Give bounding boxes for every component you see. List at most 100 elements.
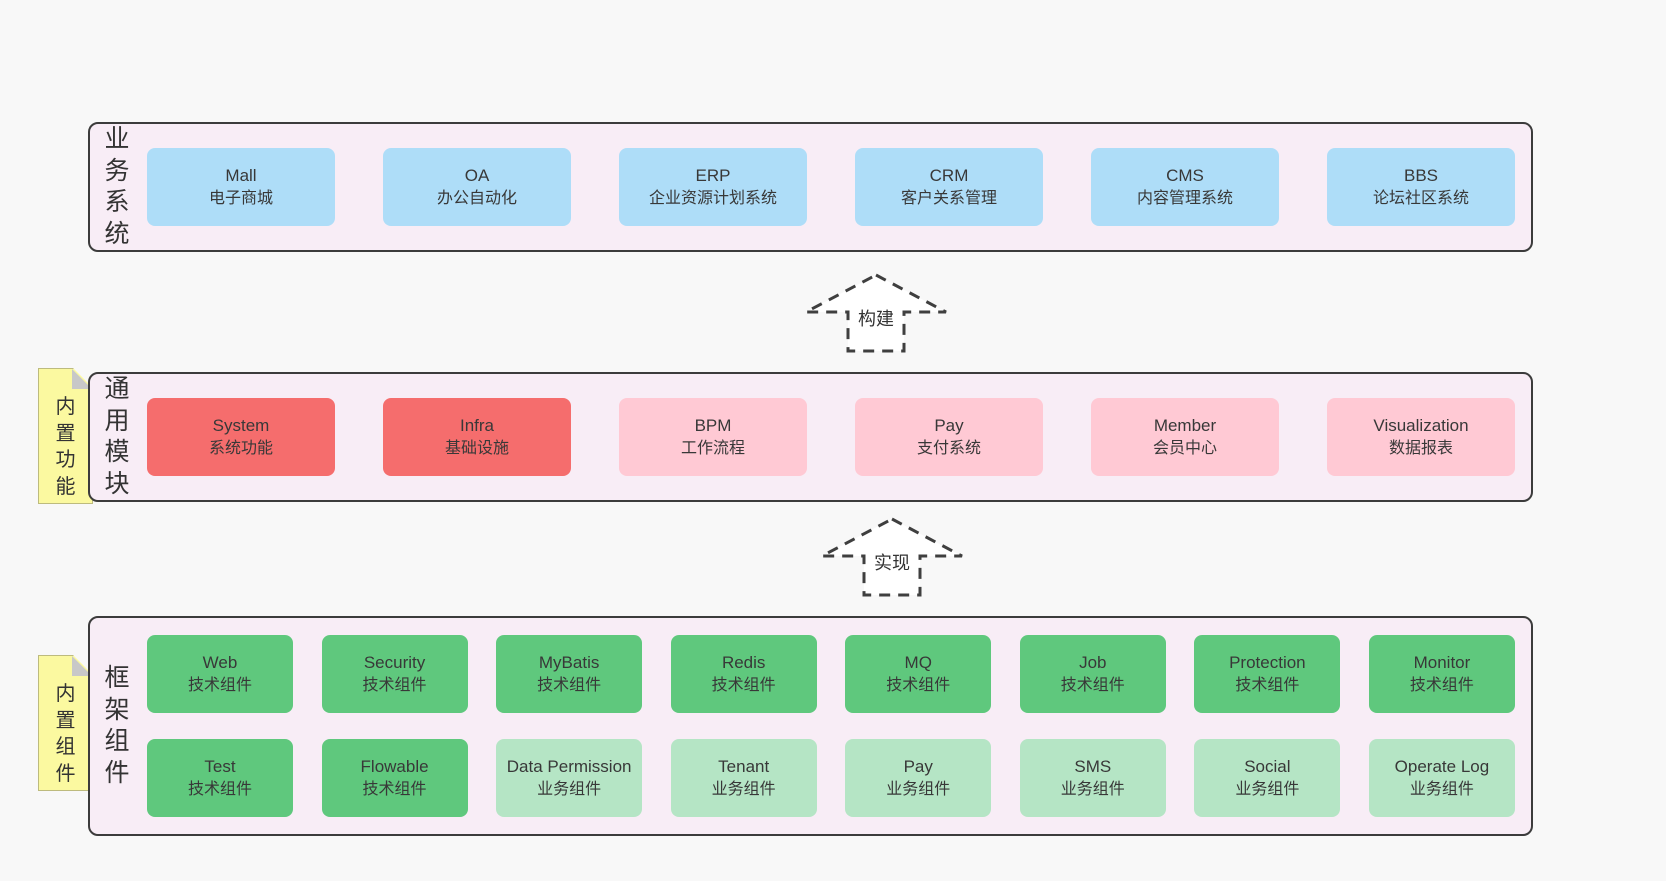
- box-subtitle: 技术组件: [1409, 676, 1474, 694]
- box-subtitle: 办公自动化: [436, 189, 517, 207]
- box-test: Test 技术组件: [147, 739, 293, 817]
- panel-label-framework-components: 框架组件: [104, 664, 130, 787]
- box-subtitle: 业务组件: [1060, 780, 1125, 798]
- box-pay-component: Pay 业务组件: [845, 739, 992, 817]
- box-subtitle: 系统功能: [208, 439, 273, 457]
- panel-framework-components: 框架组件 Web 技术组件 Security 技术组件 MyBatis 技术组件…: [88, 616, 1533, 836]
- box-subtitle: 支付系统: [916, 439, 981, 457]
- box-title: Operate Log: [1394, 756, 1490, 776]
- panel-label-common-modules: 通用模块: [104, 375, 130, 498]
- box-cms: CMS 内容管理系统: [1091, 148, 1279, 226]
- box-subtitle: 业务组件: [1235, 780, 1300, 798]
- box-title: Flowable: [360, 756, 429, 776]
- box-subtitle: 会员中心: [1152, 439, 1217, 457]
- box-mall: Mall 电子商城: [147, 148, 335, 226]
- box-title: Protection: [1229, 652, 1306, 672]
- box-redis: Redis 技术组件: [670, 635, 817, 713]
- sticky-note-builtin-components: 内置组件: [38, 655, 93, 791]
- box-subtitle: 业务组件: [711, 780, 776, 798]
- box-oa: OA 办公自动化: [383, 148, 571, 226]
- box-subtitle: 内容管理系统: [1136, 189, 1233, 207]
- box-title: ERP: [695, 165, 731, 185]
- box-title: Data Permission: [506, 756, 632, 776]
- box-subtitle: 业务组件: [1409, 780, 1474, 798]
- box-title: BPM: [694, 415, 732, 435]
- box-bbs: BBS 论坛社区系统: [1327, 148, 1515, 226]
- panel-business-systems: 业务系统 Mall 电子商城 OA 办公自动化 ERP 企业资源计划系统 CRM…: [88, 122, 1533, 252]
- box-title: System: [212, 415, 270, 435]
- arrow-label: 构建: [858, 309, 894, 329]
- framework-row-1: Web 技术组件 Security 技术组件 MyBatis 技术组件 Redi…: [147, 635, 1515, 713]
- business-systems-boxes: Mall 电子商城 OA 办公自动化 ERP 企业资源计划系统 CRM 客户关系…: [147, 124, 1515, 250]
- box-title: Test: [204, 756, 236, 776]
- box-title: Web: [202, 652, 238, 672]
- box-infra: Infra 基础设施: [383, 398, 571, 476]
- box-protection: Protection 技术组件: [1194, 635, 1341, 713]
- box-title: BBS: [1403, 165, 1439, 185]
- box-bpm: BPM 工作流程: [619, 398, 807, 476]
- box-subtitle: 技术组件: [1235, 676, 1300, 694]
- up-arrow-icon: 实现: [821, 517, 963, 597]
- box-data-permission: Data Permission 业务组件: [496, 739, 643, 817]
- box-title: MQ: [904, 652, 932, 672]
- box-social: Social 业务组件: [1194, 739, 1341, 817]
- box-title: Visualization: [1373, 415, 1469, 435]
- box-subtitle: 电子商城: [208, 189, 273, 207]
- box-subtitle: 技术组件: [711, 676, 776, 694]
- box-title: CMS: [1166, 165, 1204, 185]
- box-pay-module: Pay 支付系统: [855, 398, 1043, 476]
- box-subtitle: 业务组件: [537, 780, 602, 798]
- box-subtitle: 技术组件: [886, 676, 951, 694]
- box-mybatis: MyBatis 技术组件: [496, 635, 643, 713]
- box-subtitle: 技术组件: [362, 780, 427, 798]
- box-security: Security 技术组件: [321, 635, 468, 713]
- box-title: Social: [1244, 756, 1291, 776]
- box-subtitle: 基础设施: [444, 439, 509, 457]
- box-monitor: Monitor 技术组件: [1368, 635, 1515, 713]
- box-erp: ERP 企业资源计划系统: [619, 148, 807, 226]
- sticky-note-builtin-features: 内置功能: [38, 368, 93, 504]
- framework-row-2: Test 技术组件 Flowable 技术组件 Data Permission …: [147, 739, 1515, 817]
- box-subtitle: 业务组件: [886, 780, 951, 798]
- box-title: Job: [1079, 652, 1107, 672]
- box-job: Job 技术组件: [1019, 635, 1166, 713]
- box-system: System 系统功能: [147, 398, 335, 476]
- box-title: CRM: [929, 165, 969, 185]
- box-title: Pay: [934, 415, 964, 435]
- box-subtitle: 企业资源计划系统: [648, 189, 777, 207]
- box-subtitle: 技术组件: [362, 676, 427, 694]
- box-subtitle: 论坛社区系统: [1372, 189, 1469, 207]
- box-subtitle: 工作流程: [680, 439, 745, 457]
- box-operate-log: Operate Log 业务组件: [1368, 739, 1515, 817]
- box-title: SMS: [1074, 756, 1112, 776]
- box-sms: SMS 业务组件: [1019, 739, 1166, 817]
- box-web: Web 技术组件: [147, 635, 293, 713]
- box-member: Member 会员中心: [1091, 398, 1279, 476]
- framework-components-boxes: Web 技术组件 Security 技术组件 MyBatis 技术组件 Redi…: [147, 618, 1515, 834]
- sticky-note-label: 内置功能: [55, 396, 76, 498]
- box-title: Infra: [459, 415, 495, 435]
- box-subtitle: 客户关系管理: [900, 189, 997, 207]
- box-title: Pay: [903, 756, 933, 776]
- box-visualization: Visualization 数据报表: [1327, 398, 1515, 476]
- box-title: Member: [1153, 415, 1217, 435]
- build-arrow: 构建: [801, 272, 951, 359]
- box-subtitle: 技术组件: [187, 780, 252, 798]
- panel-label-business-systems: 业务系统: [104, 125, 130, 248]
- implement-arrow: 实现: [817, 516, 967, 603]
- box-title: Security: [363, 652, 426, 672]
- box-title: Tenant: [718, 756, 770, 776]
- panel-common-modules: 通用模块 System 系统功能 Infra 基础设施 BPM 工作流程 Pay…: [88, 372, 1533, 502]
- arrow-label: 实现: [874, 553, 910, 573]
- box-subtitle: 技术组件: [187, 676, 252, 694]
- box-title: MyBatis: [538, 652, 600, 672]
- box-title: Redis: [721, 652, 766, 672]
- box-tenant: Tenant 业务组件: [670, 739, 817, 817]
- box-crm: CRM 客户关系管理: [855, 148, 1043, 226]
- box-subtitle: 数据报表: [1388, 439, 1453, 457]
- box-title: OA: [464, 165, 490, 185]
- box-flowable: Flowable 技术组件: [321, 739, 468, 817]
- up-arrow-icon: 构建: [805, 273, 947, 353]
- sticky-note-label: 内置组件: [55, 683, 76, 785]
